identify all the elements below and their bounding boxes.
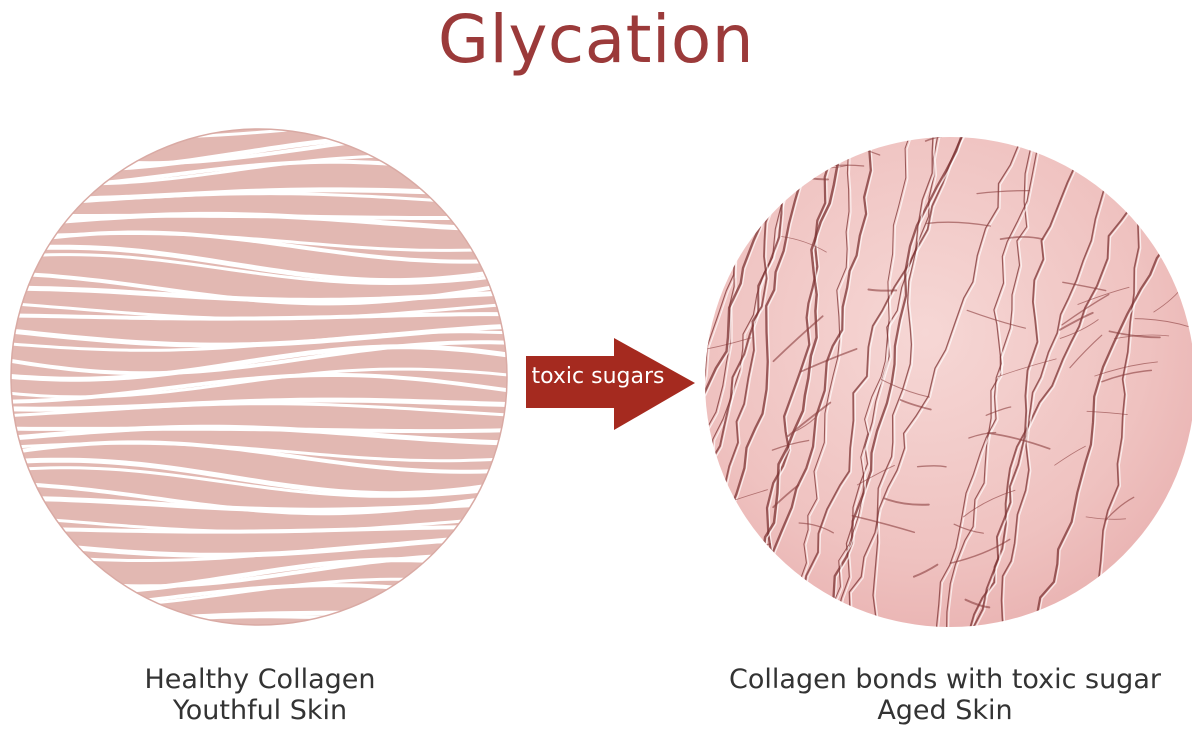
skin-crack-cross bbox=[844, 141, 879, 155]
skin-crack-cross bbox=[1093, 156, 1138, 165]
skin-crack-cross bbox=[815, 109, 861, 136]
skin-crack-cross bbox=[1161, 581, 1192, 611]
skin-crack-cross bbox=[869, 290, 897, 291]
healthy-caption-line2: Youthful Skin bbox=[60, 695, 460, 726]
skin-crack-cross bbox=[1115, 144, 1154, 153]
skin-crack-cross bbox=[716, 544, 771, 571]
skin-crack-cross bbox=[737, 542, 762, 551]
aged-caption: Collagen bonds with toxic sugar Aged Ski… bbox=[700, 664, 1190, 726]
skin-crack-cross bbox=[1186, 278, 1192, 296]
skin-crack-cross bbox=[1156, 605, 1191, 610]
skin-crack-cross bbox=[1170, 194, 1192, 209]
arrow-label: toxic sugars bbox=[523, 366, 673, 388]
skin-crack-cross bbox=[1042, 629, 1078, 642]
skin-crack-cross bbox=[732, 119, 783, 147]
skin-crack-cross bbox=[1168, 594, 1192, 617]
skin-crack-cross bbox=[1155, 558, 1192, 567]
collagen-fiber bbox=[0, 639, 520, 642]
aged-caption-line2: Aged Skin bbox=[700, 695, 1190, 726]
skin-crack-cross bbox=[1181, 541, 1192, 566]
healthy-caption: Healthy Collagen Youthful Skin bbox=[60, 664, 460, 726]
healthy-caption-line1: Healthy Collagen bbox=[60, 664, 460, 695]
skin-crack-cross bbox=[1123, 187, 1155, 198]
aged-caption-line1: Collagen bonds with toxic sugar bbox=[700, 664, 1190, 695]
healthy-collagen-icon bbox=[0, 119, 520, 641]
skin-crack-cross bbox=[731, 188, 776, 204]
